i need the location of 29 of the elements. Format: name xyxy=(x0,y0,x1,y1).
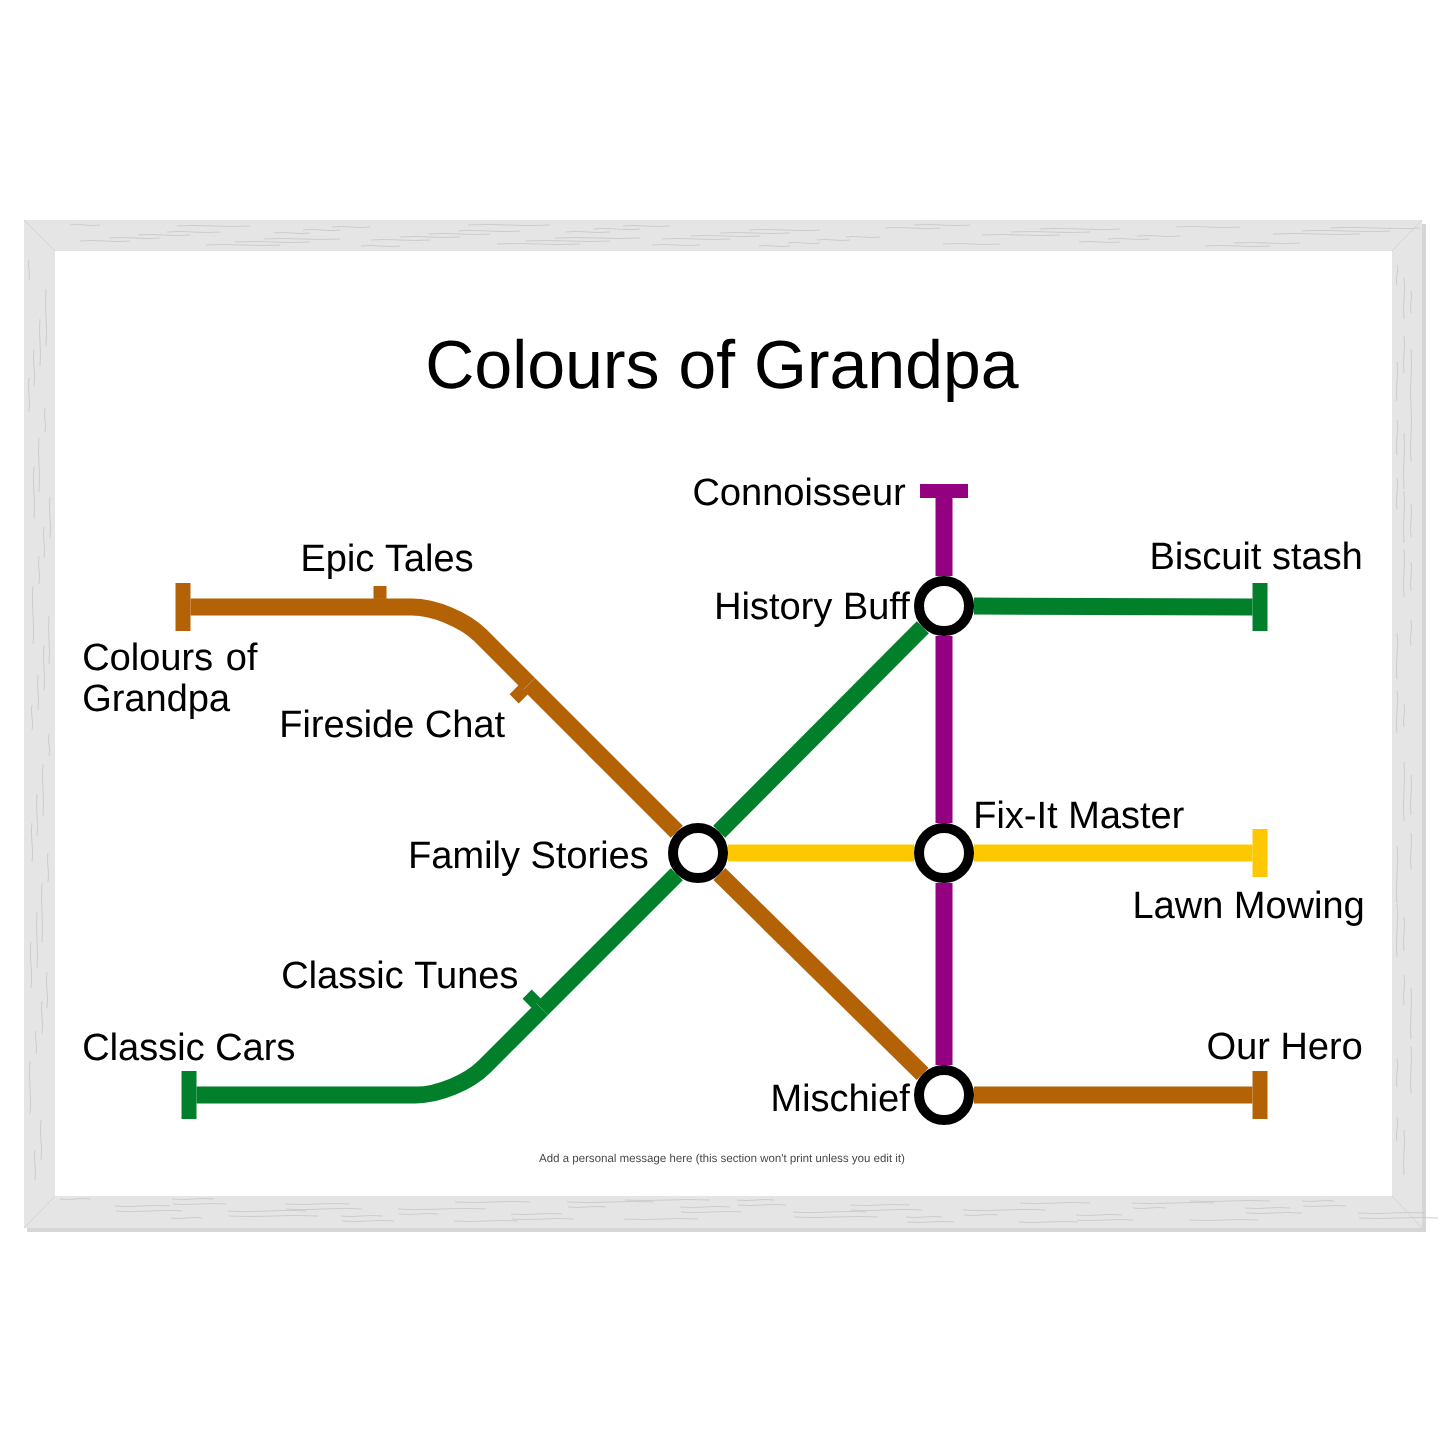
station-label: Epic Tales xyxy=(303,543,473,579)
metro-line xyxy=(190,598,380,616)
metro-line xyxy=(536,868,683,1016)
metro-line xyxy=(523,678,683,838)
station-label: Mischief xyxy=(773,1083,910,1112)
station-label: Biscuit stash xyxy=(1152,541,1361,570)
metro-line xyxy=(974,1086,1253,1104)
metro-line xyxy=(196,1003,549,1104)
metro-line xyxy=(728,844,914,862)
metro-line xyxy=(935,498,953,576)
station-label: Classic Tunes xyxy=(283,960,518,989)
station-label: Family Stories xyxy=(411,840,648,876)
station-label: Lawn Mowing xyxy=(1135,890,1363,926)
station-label: Fireside Chat xyxy=(282,709,505,738)
metro-line xyxy=(935,636,953,823)
station-label: Colours of Grandpa xyxy=(84,642,258,719)
station-label: Fix-It Master xyxy=(976,800,1184,829)
metro-line xyxy=(935,883,953,1065)
metro-line xyxy=(713,621,929,838)
metro-line xyxy=(713,868,929,1081)
note-text: Add a personal message here (this section won't print unless you edit it) xyxy=(539,1153,905,1165)
station-label: Connoisseur xyxy=(694,477,906,506)
metro-line xyxy=(974,844,1253,862)
station-label: Our Hero xyxy=(1208,1032,1362,1060)
metro-line xyxy=(380,598,535,691)
title: Colours of Grandpa xyxy=(428,338,1019,403)
metro-line xyxy=(974,597,1253,616)
station-label: Classic Cars xyxy=(84,1032,294,1061)
station-label: History Buff xyxy=(717,591,910,627)
